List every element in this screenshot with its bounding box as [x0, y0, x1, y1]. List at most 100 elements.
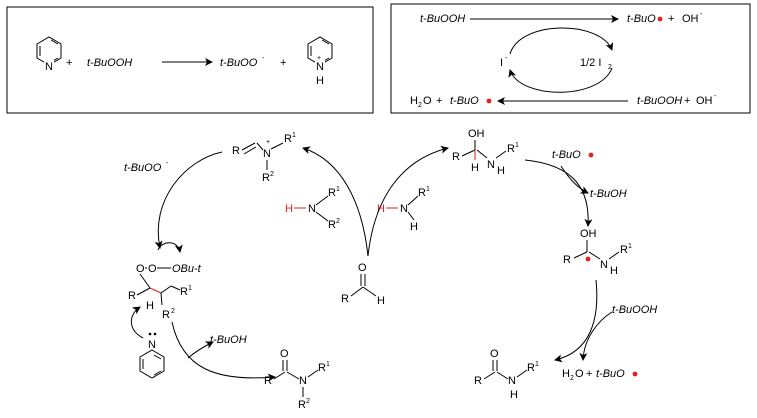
r-label: R [620, 244, 628, 256]
minus-charge: - [714, 93, 717, 100]
tbuo-label: t-BuO [552, 149, 581, 161]
water-h-label: H [562, 368, 570, 380]
r-superscript: 1 [515, 142, 519, 149]
tbuoh-label: t-BuOH [210, 334, 247, 346]
r-superscript: 2 [336, 218, 340, 225]
r-label: R [527, 362, 535, 374]
nitrogen-label: N [316, 61, 324, 73]
tbuoo-anion-label: t-BuOO [124, 162, 162, 174]
side-arrow [187, 341, 214, 359]
plus-sign: + [684, 95, 690, 107]
plus-charge: + [266, 139, 270, 146]
water-o-label: O [575, 368, 584, 380]
subscript-two: 2 [608, 64, 612, 71]
hydrogen-label: H [497, 165, 505, 177]
r-label: R [318, 362, 326, 374]
hemiaminal: OH R H N H R 1 [452, 128, 519, 177]
carbon-radical: OH R N H R 1 [563, 228, 632, 277]
secondary-amide: O R N H R 1 [474, 348, 539, 401]
radical-dot [657, 16, 663, 22]
tbuooh-label: t-BuOOH [87, 57, 132, 69]
r-superscript: 1 [336, 186, 340, 193]
hydrogen-label: H [471, 162, 479, 174]
radical-dot [632, 371, 638, 377]
plus-charge: + [317, 55, 321, 62]
r-label: R [452, 151, 460, 163]
cycle-arrow-upper [509, 27, 614, 55]
cycle-arrow [302, 146, 369, 257]
r-label: R [262, 172, 270, 184]
hydroxyl-label: OH [468, 128, 485, 140]
tbuooh-label: t-BuOOH [612, 304, 657, 316]
iodide-label: I [500, 57, 503, 69]
r-superscript: 1 [535, 361, 539, 368]
nitrogen-label: N [400, 203, 408, 215]
minus-charge: - [262, 55, 265, 62]
r-superscript: 1 [426, 186, 430, 193]
radical-dot [588, 152, 594, 158]
r-label: R [418, 187, 426, 199]
hydroxyl-label: OH [580, 228, 597, 240]
nitrogen-label: N [148, 339, 156, 351]
cycle-arrow [554, 279, 598, 363]
nitrogen-label: N [487, 159, 495, 171]
radical-dot [486, 98, 492, 104]
iminium-ion: R N + R 1 R 2 [232, 132, 296, 184]
r-label: R [341, 293, 349, 305]
r-label: R [128, 290, 136, 302]
aldehyde: O R H [341, 262, 385, 307]
r-label: R [264, 375, 272, 387]
electron-arrow [157, 242, 183, 253]
plus-sign: + [586, 368, 592, 380]
r-superscript: 1 [292, 132, 296, 139]
subscript-two: 2 [570, 375, 574, 382]
tbuooh-label: t-BuOOH [420, 13, 465, 25]
r-label: R [328, 187, 336, 199]
subscript-two: 2 [418, 102, 422, 109]
cycle-arrow [171, 321, 276, 382]
r-label: R [507, 143, 515, 155]
tbuoo-anion-label: t-BuOO [220, 57, 258, 69]
oxygen-label: O [136, 263, 145, 275]
lone-pair-dot [148, 332, 152, 336]
side-arrow [560, 165, 589, 194]
plus-sign: + [436, 95, 442, 107]
r-superscript: 1 [326, 361, 330, 368]
r-superscript: 2 [171, 308, 175, 315]
obu-label: OBu-t [172, 263, 202, 275]
nitrogen-label: N [263, 148, 271, 160]
minus-charge: - [166, 160, 169, 167]
hydrogen-label: H [410, 221, 418, 233]
hydrogen-label: H [285, 203, 293, 215]
r-label: R [162, 309, 170, 321]
oxygen-label: O [490, 348, 499, 360]
box-frame [390, 3, 751, 114]
hydrogen-label: H [610, 265, 618, 277]
r-label: R [563, 254, 571, 266]
iodine-label: 1/2 I [580, 57, 601, 69]
nitrogen-label: N [308, 203, 316, 215]
r-label: R [328, 219, 336, 231]
r-label: R [474, 375, 482, 387]
cycle-arrow [524, 159, 593, 227]
hydrogen-label: H [146, 300, 154, 312]
minus-charge: - [505, 55, 508, 62]
lone-pair-dot [153, 332, 157, 336]
pyridine-base: N N [130, 306, 165, 379]
hydrogen-label: H [377, 203, 385, 215]
r-superscript: 2 [306, 398, 310, 405]
r-label: R [232, 145, 240, 157]
secondary-amine: H N R 1 R 2 [285, 186, 340, 231]
tbuoh-label: t-BuOH [590, 188, 627, 200]
nitrogen-label: N [299, 375, 307, 387]
nitrogen-label: N [600, 259, 608, 271]
nitrogen-label: N [508, 375, 516, 387]
hydrogen-label: H [316, 75, 324, 87]
minus-charge: - [700, 11, 703, 18]
oxygen-label: O [148, 263, 157, 275]
oxygen-label: O [358, 262, 367, 274]
tertiary-amide: O R N R 1 R 2 [264, 348, 330, 411]
deprotonation-arrow [130, 306, 144, 339]
primary-amine: H N R 1 H [377, 186, 430, 233]
